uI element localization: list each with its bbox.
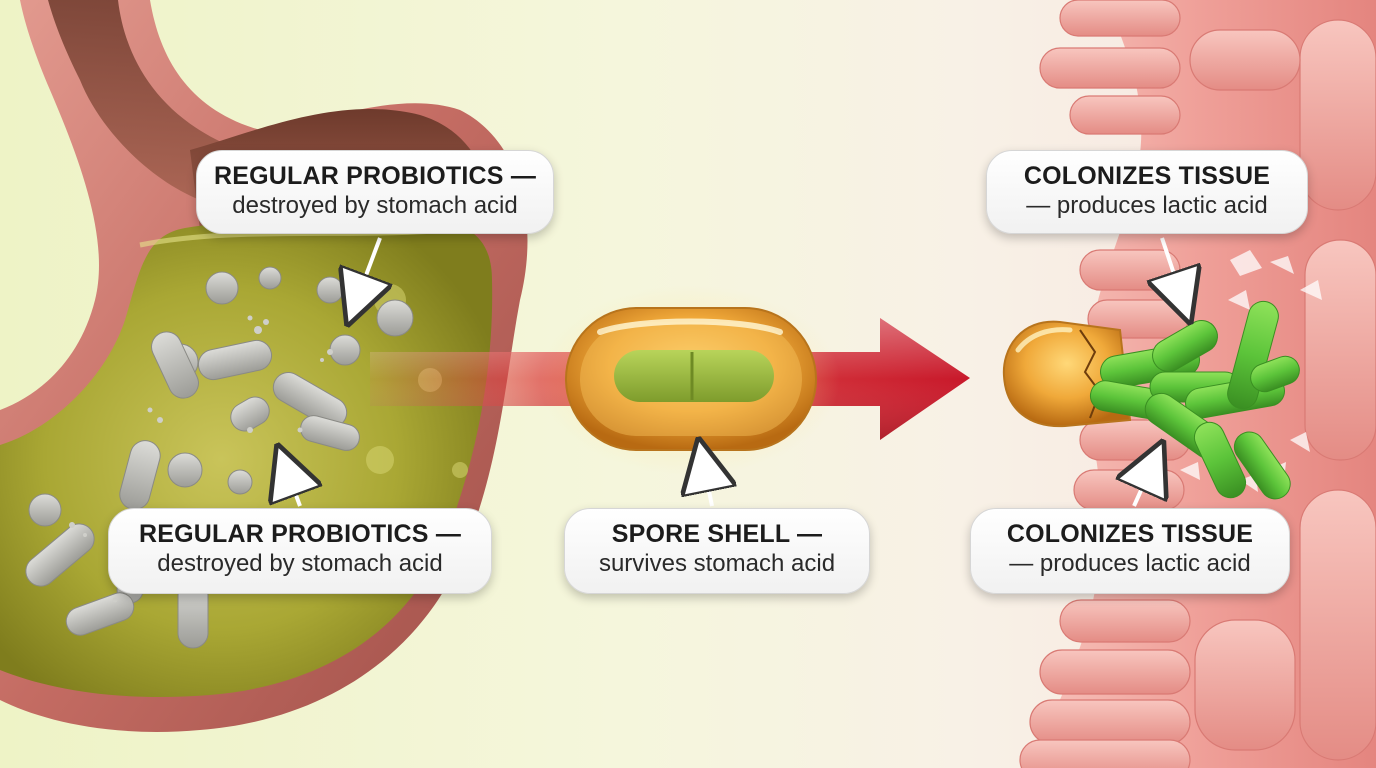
callout-regular-probiotics-bottom: REGULAR PROBIOTICS — destroyed by stomac… xyxy=(108,508,492,594)
callout-colonizes-tissue-top: COLONIZES TISSUE — produces lactic acid xyxy=(986,150,1308,234)
callout-subtitle: destroyed by stomach acid xyxy=(209,191,541,221)
callout-regular-probiotics-top: REGULAR PROBIOTICS — destroyed by stomac… xyxy=(196,150,554,234)
intestine xyxy=(1004,0,1376,768)
callout-subtitle: — produces lactic acid xyxy=(999,191,1295,221)
callout-title: SPORE SHELL — xyxy=(577,519,857,549)
callout-title: REGULAR PROBIOTICS — xyxy=(209,161,541,191)
callout-subtitle: — produces lactic acid xyxy=(983,549,1277,579)
callout-subtitle: destroyed by stomach acid xyxy=(121,549,479,579)
callout-title: COLONIZES TISSUE xyxy=(983,519,1277,549)
spore-core-bacterium xyxy=(614,350,774,402)
callout-title: COLONIZES TISSUE xyxy=(999,161,1295,191)
spore-capsule xyxy=(540,285,840,475)
callout-title: REGULAR PROBIOTICS — xyxy=(121,519,479,549)
callout-spore-shell: SPORE SHELL — survives stomach acid xyxy=(564,508,870,594)
callout-colonizes-tissue-bottom: COLONIZES TISSUE — produces lactic acid xyxy=(970,508,1290,594)
callout-subtitle: survives stomach acid xyxy=(577,549,857,579)
